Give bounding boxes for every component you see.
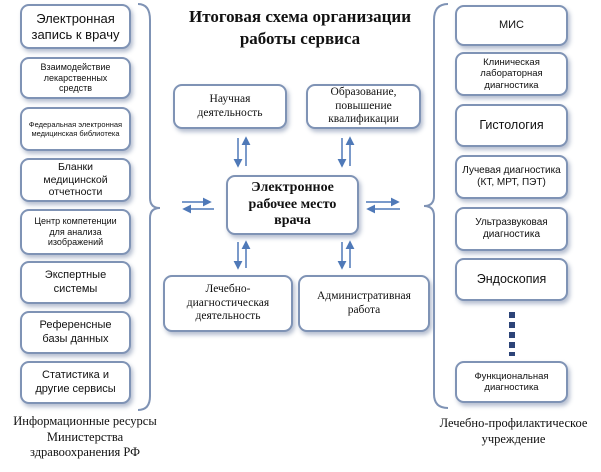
right-item-radiology: Лучевая диагностика (КТ, МРТ, ПЭТ) bbox=[455, 155, 568, 199]
left-item-label: Референсные базы данных bbox=[39, 319, 112, 345]
left-item-image-center: Центр компетенции для анализа изображени… bbox=[20, 209, 131, 255]
left-item-label: Статистика и другие сервисы bbox=[35, 369, 116, 395]
left-brace bbox=[137, 3, 161, 411]
left-item-drug-interaction: Взаимодействие лекарственных средств bbox=[20, 57, 131, 99]
right-item-mis: МИС bbox=[455, 5, 568, 46]
right-item-label: Эндоскопия bbox=[476, 272, 547, 286]
left-item-label: Бланки медицинской отчетности bbox=[43, 161, 108, 199]
right-caption: Лечебно-профилактическое учреждение bbox=[439, 416, 588, 446]
admin-label: Административная работа bbox=[317, 289, 411, 316]
education-label: Образование, повышение квалификации bbox=[328, 85, 399, 126]
left-item-label: Взаимодействие лекарственных средств bbox=[40, 61, 111, 94]
left-item-e-appointment: Электронная запись к врачу bbox=[20, 4, 131, 49]
science-label: Научная деятельность bbox=[197, 92, 263, 119]
right-item-ultrasound: Ультразвуковая диагностика bbox=[455, 207, 568, 251]
right-item-endoscopy: Эндоскопия bbox=[455, 258, 568, 301]
right-item-histology: Гистология bbox=[455, 104, 568, 147]
diagram-title: Итоговая схема организации работы сервис… bbox=[189, 7, 411, 49]
left-item-label: Федеральная электронная медицинская библ… bbox=[28, 120, 123, 138]
right-item-label: Клиническая лабораторная диагностика bbox=[480, 56, 543, 91]
left-item-label: Электронная запись к врачу bbox=[31, 10, 120, 42]
ellipsis-dots bbox=[509, 312, 515, 356]
right-item-label: Функциональная диагностика bbox=[474, 370, 549, 393]
right-brace bbox=[423, 3, 449, 409]
science-box: Научная деятельность bbox=[173, 84, 287, 129]
center-label: Электронное рабочее место врача bbox=[248, 179, 337, 229]
right-item-functional: Функциональная диагностика bbox=[455, 361, 568, 403]
center-box: Электронное рабочее место врача bbox=[226, 175, 359, 235]
left-caption: Информационные ресурсы Министерства здра… bbox=[13, 414, 157, 460]
left-item-reference-db: Референсные базы данных bbox=[20, 311, 131, 354]
education-box: Образование, повышение квалификации bbox=[306, 84, 421, 129]
right-item-label: Ультразвуковая диагностика bbox=[475, 217, 548, 240]
admin-box: Административная работа bbox=[298, 275, 430, 332]
right-item-label: МИС bbox=[498, 18, 524, 31]
treatment-box: Лечебно-диагностическая деятельность bbox=[163, 275, 293, 332]
left-item-medical-library: Федеральная электронная медицинская библ… bbox=[20, 107, 131, 151]
left-item-statistics: Статистика и другие сервисы bbox=[20, 361, 131, 404]
left-item-label: Центр компетенции для анализа изображени… bbox=[34, 215, 117, 248]
left-item-label: Экспертные системы bbox=[44, 269, 107, 295]
right-item-label: Лучевая диагностика (КТ, МРТ, ПЭТ) bbox=[462, 165, 561, 188]
left-item-report-forms: Бланки медицинской отчетности bbox=[20, 158, 131, 202]
treatment-label: Лечебно-диагностическая деятельность bbox=[186, 282, 270, 323]
right-item-label: Гистология bbox=[479, 118, 544, 132]
left-item-expert-systems: Экспертные системы bbox=[20, 261, 131, 304]
right-item-lab-diagnostics: Клиническая лабораторная диагностика bbox=[455, 52, 568, 96]
